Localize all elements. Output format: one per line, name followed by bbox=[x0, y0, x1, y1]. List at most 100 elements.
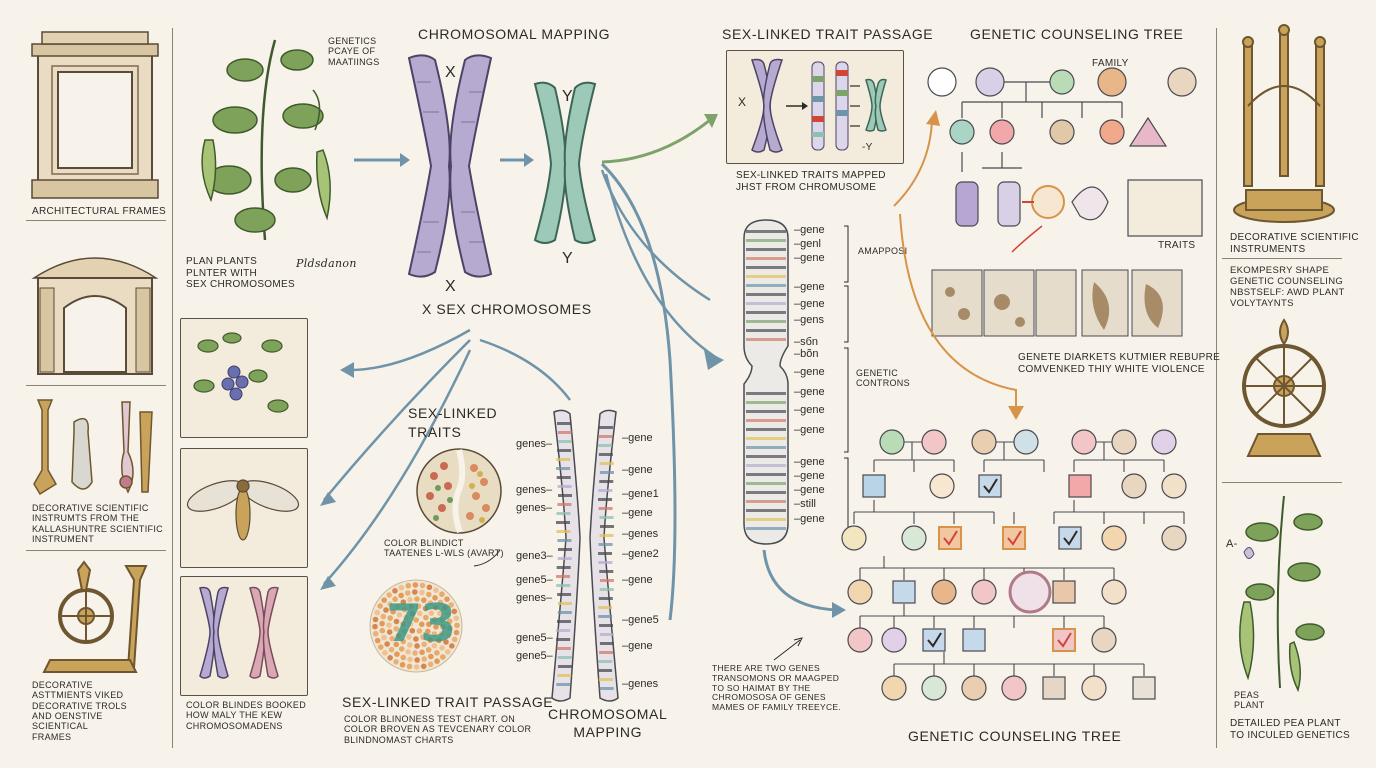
plate-dot bbox=[400, 599, 407, 605]
plate-dot bbox=[390, 608, 396, 615]
tree-node bbox=[1013, 429, 1039, 455]
tree-node bbox=[921, 675, 947, 701]
tall-gene-label: –gene bbox=[794, 252, 825, 264]
plate-dot bbox=[407, 621, 414, 627]
tall-band bbox=[746, 239, 786, 242]
tall-gene-label: –gene bbox=[794, 366, 825, 378]
plate-dot bbox=[387, 615, 393, 621]
band-right bbox=[598, 489, 613, 492]
band-right bbox=[598, 597, 613, 600]
plate-dot bbox=[427, 637, 434, 643]
passage-bottom-title: SEX-LINKED TRAIT PASSAGE bbox=[342, 694, 554, 710]
tall-note-mid: GENETIC CONTRONS bbox=[856, 368, 910, 389]
plate-dot bbox=[413, 636, 419, 642]
tree-node bbox=[929, 473, 955, 499]
plate-dot bbox=[453, 615, 460, 622]
plate-dot bbox=[372, 623, 378, 630]
plate-dot bbox=[444, 596, 450, 602]
right-pea-caption: DETAILED PEA PLANT TO INCULED GENETICS bbox=[1230, 718, 1350, 741]
band-left bbox=[556, 584, 571, 587]
plate-dot bbox=[427, 600, 434, 606]
note-pointer bbox=[773, 637, 803, 661]
tree-node bbox=[881, 627, 907, 653]
tree-node bbox=[1001, 675, 1027, 701]
plate-dot bbox=[382, 650, 388, 656]
tree-node bbox=[1071, 429, 1097, 455]
band-left bbox=[557, 431, 572, 434]
check-mark bbox=[927, 632, 942, 648]
tree-node bbox=[921, 429, 947, 455]
plate-dot bbox=[419, 649, 425, 656]
chromosomal-mapping-title: CHROMOSOMAL MAPPING bbox=[418, 26, 611, 42]
band-right bbox=[598, 615, 613, 618]
plate-dot bbox=[412, 589, 418, 595]
tree-node bbox=[1101, 525, 1127, 551]
plate-dot bbox=[392, 596, 398, 602]
central-left-gene-label: genes– bbox=[516, 438, 553, 450]
plate-dot bbox=[381, 597, 387, 603]
central-left-gene-label: gene3– bbox=[516, 550, 553, 562]
plate-dot bbox=[431, 631, 438, 637]
tree-node bbox=[1042, 676, 1066, 700]
band-right bbox=[599, 471, 614, 474]
band-left bbox=[557, 440, 572, 443]
central-right-gene-label: –gene bbox=[622, 507, 653, 519]
tall-band bbox=[746, 464, 786, 467]
tree-node bbox=[1132, 676, 1156, 700]
counseling-bottom-note: THERE ARE TWO GENES TRANSOMONS OR MAAGPE… bbox=[712, 663, 842, 713]
plate-dot bbox=[379, 627, 386, 634]
tree-node bbox=[1091, 627, 1117, 653]
tree-node bbox=[938, 526, 962, 550]
divider-left-1 bbox=[26, 220, 166, 221]
plate-dot bbox=[413, 617, 419, 623]
right-pea-label: PEAS PLANT bbox=[1234, 690, 1265, 711]
counseling-top-caption: GENETE DIARKETS KUTMIER REBUPRE COMVENKE… bbox=[1018, 352, 1221, 375]
tree-node bbox=[1052, 580, 1076, 604]
tree-node bbox=[1058, 526, 1082, 550]
plate-dot bbox=[374, 637, 381, 644]
plate-dot bbox=[421, 641, 427, 648]
right-instruments-label: DECORATIVE SCIENTIFIC INSTRUMENTS bbox=[1230, 232, 1359, 255]
chromosomes-panel-caption: COLOR BLINDES BOOKED HOW MALY THE KEW CH… bbox=[186, 700, 307, 731]
plate-dot bbox=[432, 595, 438, 601]
passage-top-diagram bbox=[751, 58, 887, 153]
tree-node bbox=[1161, 525, 1187, 551]
plate-dot bbox=[403, 614, 410, 621]
counseling-bottom-title: GENETIC COUNSELING TREE bbox=[908, 728, 1122, 744]
counseling-traits-label: TRAITS bbox=[1158, 240, 1196, 251]
plate-dot bbox=[445, 611, 451, 618]
plate-dot bbox=[439, 591, 445, 597]
band-right bbox=[599, 570, 614, 573]
divider-right bbox=[1216, 28, 1217, 748]
plate-dot bbox=[405, 582, 412, 589]
plate-dot bbox=[434, 658, 440, 664]
plate-dot bbox=[439, 617, 446, 623]
band-right bbox=[599, 651, 614, 654]
tall-gene-label: –gene bbox=[794, 513, 825, 525]
band-right bbox=[598, 435, 613, 438]
plate-dot bbox=[415, 603, 422, 609]
plate-dot bbox=[428, 610, 435, 616]
passage-top-title: SEX-LINKED TRAIT PASSAGE bbox=[722, 26, 934, 42]
plate-dot bbox=[418, 621, 425, 628]
plate-dot bbox=[386, 629, 393, 635]
tall-gene-label: –gene bbox=[794, 224, 825, 236]
band-left bbox=[557, 656, 572, 659]
tall-band bbox=[746, 401, 786, 404]
pea-plant-caption: PLAN PLANTS PLNTER WITH SEX CHROMOSOMES bbox=[186, 256, 295, 290]
band-left bbox=[557, 449, 572, 452]
tall-gene-label: –sбn bbox=[794, 336, 819, 348]
tall-band bbox=[746, 293, 786, 296]
band-right bbox=[598, 552, 613, 555]
plate-dot bbox=[427, 661, 434, 668]
tree-node bbox=[1002, 526, 1026, 550]
tree-node bbox=[892, 580, 916, 604]
plate-dot bbox=[401, 628, 407, 635]
plate-dot bbox=[387, 655, 393, 661]
tall-chromosome bbox=[743, 219, 789, 545]
tree-node bbox=[961, 675, 987, 701]
plate-dot bbox=[381, 634, 387, 641]
tall-gene-label: –genl bbox=[794, 238, 821, 250]
band-left bbox=[556, 620, 571, 623]
passage-bottom-caption: COLOR BLINONESS TEST CHART. ON COLOR BRO… bbox=[344, 714, 532, 745]
